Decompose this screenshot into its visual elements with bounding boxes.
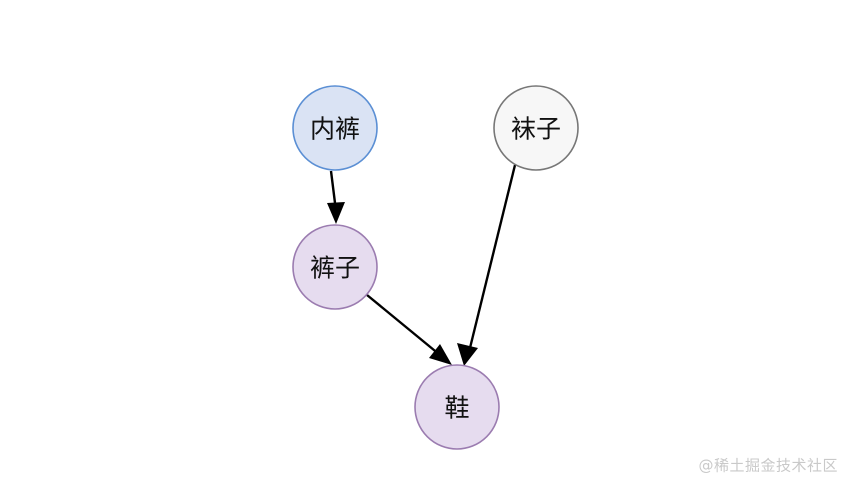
node-label-shoes: 鞋 (444, 394, 469, 423)
node-pants[interactable]: 裤子 (292, 224, 378, 310)
node-circle-pants[interactable] (292, 224, 378, 310)
watermark: @稀土掘金技术社区 (698, 457, 838, 475)
edges-layer (327, 164, 517, 366)
node-label-pants: 裤子 (310, 254, 360, 283)
nodes-layer: 内裤 袜子 裤子 鞋 (292, 85, 579, 450)
arrow-head-pants-to-shoes (429, 344, 452, 365)
edge-line-socks-to-shoes (467, 164, 517, 353)
node-shoes[interactable]: 鞋 (414, 364, 500, 450)
node-circle-shoes[interactable] (414, 364, 500, 450)
node-circle-socks[interactable] (493, 85, 579, 171)
node-underwear[interactable]: 内裤 (292, 85, 378, 171)
node-circle-underwear[interactable] (292, 85, 378, 171)
edge-socks-to-shoes[interactable] (457, 164, 517, 366)
edge-underwear-to-pants[interactable] (327, 170, 345, 224)
node-label-socks: 袜子 (511, 115, 561, 144)
node-socks[interactable]: 袜子 (493, 85, 579, 171)
arrow-head-underwear-to-pants (327, 202, 345, 224)
edge-pants-to-shoes[interactable] (366, 294, 452, 365)
edge-line-pants-to-shoes (366, 294, 441, 356)
arrow-head-socks-to-shoes (457, 343, 478, 366)
node-label-underwear: 内裤 (310, 115, 360, 144)
